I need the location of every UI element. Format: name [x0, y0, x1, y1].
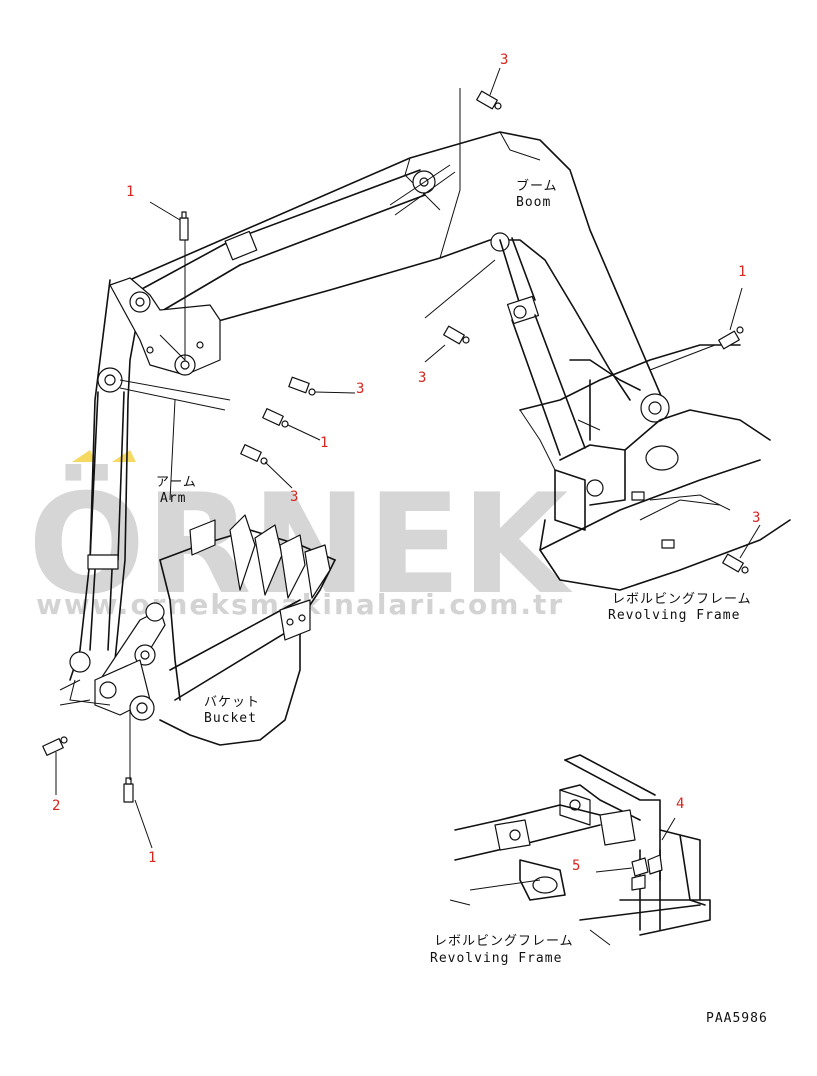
grease-fitting: [42, 736, 68, 756]
drawing-code: PAA5986: [706, 1011, 768, 1026]
watermark-accent-left: [72, 450, 96, 462]
boom-label-en: Boom: [516, 195, 551, 210]
bucket-label-en: Bucket: [204, 711, 257, 726]
callout-3: 3: [418, 370, 426, 386]
callout-3: 3: [356, 381, 364, 397]
inset-revolving-frame-label-jp: レボルビングフレーム: [434, 934, 574, 949]
grease-fitting: [722, 553, 749, 574]
grease-fitting: [443, 325, 470, 345]
callout-3: 3: [500, 52, 508, 68]
callout-4: 4: [676, 796, 684, 812]
grease-fitting: [288, 376, 316, 396]
grease-fitting: [240, 444, 268, 465]
callout-5: 5: [572, 858, 580, 874]
arm-label-en: Arm: [160, 491, 186, 506]
grease-fitting: [718, 326, 744, 350]
watermark-accent-right: [112, 450, 136, 462]
callout-1: 1: [148, 850, 156, 866]
grease-fitting: [476, 90, 502, 110]
revolving-frame: [499, 237, 791, 591]
boom-label-jp: ブーム: [516, 178, 558, 194]
revolving-frame-label-jp: レボルビングフレーム: [612, 592, 752, 607]
grease-fittings: [42, 90, 749, 803]
callout-1: 1: [738, 264, 746, 280]
callout-1: 1: [126, 184, 134, 200]
grease-fitting: [262, 408, 289, 428]
grease-fitting: [123, 777, 134, 803]
leader-lines: [55, 67, 761, 849]
grease-fitting: [179, 211, 189, 241]
revolving-frame-label-en: Revolving Frame: [608, 608, 740, 623]
callouts: 1 3 1 3 3 1 3 3 2 1 4 5: [52, 52, 760, 874]
inset-revolving-frame-label-en: Revolving Frame: [430, 951, 562, 966]
boom: [117, 131, 670, 423]
arm-label-jp: アーム: [156, 475, 197, 490]
callout-2: 2: [52, 798, 60, 814]
bucket-label-jp: バケット: [204, 695, 260, 710]
arm: [69, 277, 231, 691]
bucket: [59, 514, 336, 746]
callout-1: 1: [320, 435, 328, 451]
component-labels: ブーム Boom アーム Arm バケット Bucket レボルビングフレーム …: [156, 178, 752, 966]
inset-detail: [449, 754, 711, 946]
callout-3: 3: [752, 510, 760, 526]
callout-3: 3: [290, 489, 298, 505]
